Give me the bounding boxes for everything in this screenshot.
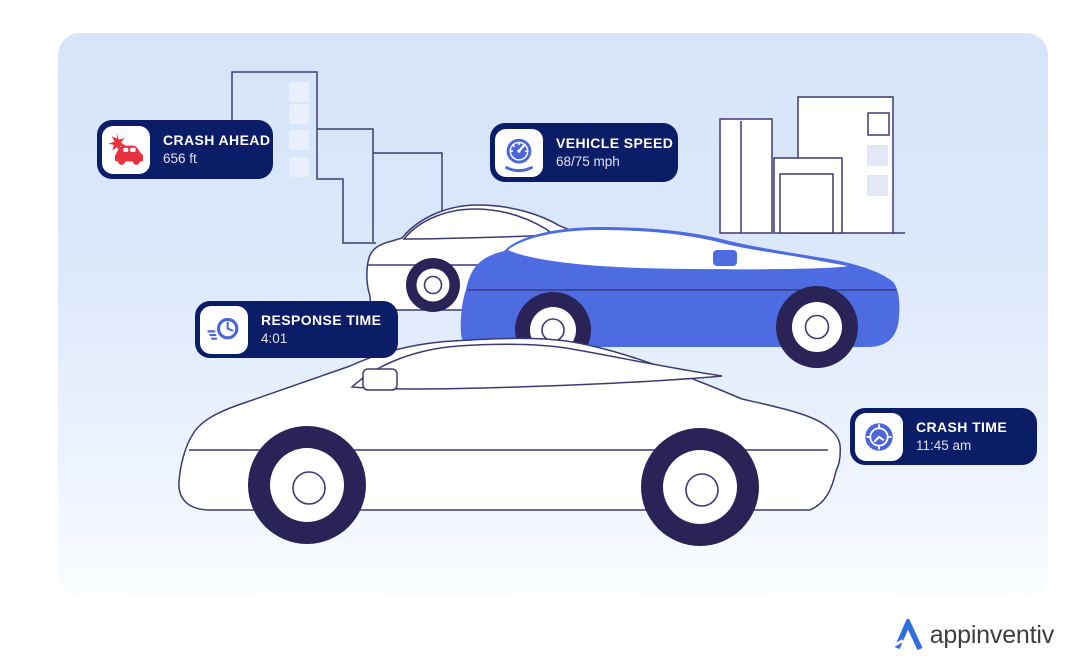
wheel bbox=[406, 258, 460, 312]
wheel bbox=[248, 426, 366, 544]
speedometer-icon bbox=[495, 128, 543, 177]
appinventiv-logo: appinventiv bbox=[892, 619, 1054, 651]
badge-title: CRASH AHEAD bbox=[163, 132, 271, 149]
response-time-badge: RESPONSE TIME 4:01 bbox=[195, 301, 398, 358]
badge-title: CRASH TIME bbox=[916, 419, 1008, 436]
wheel bbox=[641, 428, 759, 546]
badge-value: 656 ft bbox=[163, 150, 197, 166]
badge-title: VEHICLE SPEED bbox=[556, 135, 674, 152]
crash-ahead-badge: CRASH AHEAD 656 ft bbox=[97, 120, 273, 179]
clock-icon bbox=[855, 412, 903, 461]
white-car-large bbox=[178, 337, 841, 546]
appinventiv-logo-text: appinventiv bbox=[929, 620, 1054, 649]
fast-clock-icon bbox=[200, 305, 248, 354]
city-buildings-left bbox=[231, 71, 443, 244]
illustration-panel: CRASH AHEAD 656 ft bbox=[58, 33, 1048, 597]
side-mirror bbox=[362, 368, 398, 391]
car-crash-icon bbox=[102, 125, 150, 174]
badge-title: RESPONSE TIME bbox=[261, 312, 382, 329]
blue-car bbox=[460, 227, 900, 368]
wheel bbox=[776, 286, 858, 368]
city-crash-illustration bbox=[178, 71, 905, 546]
vehicle-speed-badge: VEHICLE SPEED 68/75 mph bbox=[490, 123, 678, 182]
appinventiv-logo-mark bbox=[892, 619, 923, 651]
badge-value: 11:45 am bbox=[916, 437, 972, 453]
crash-time-badge: CRASH TIME 11:45 am bbox=[850, 408, 1037, 465]
badge-value: 4:01 bbox=[261, 330, 288, 346]
badge-value: 68/75 mph bbox=[556, 153, 620, 169]
city-buildings-right bbox=[719, 96, 905, 234]
